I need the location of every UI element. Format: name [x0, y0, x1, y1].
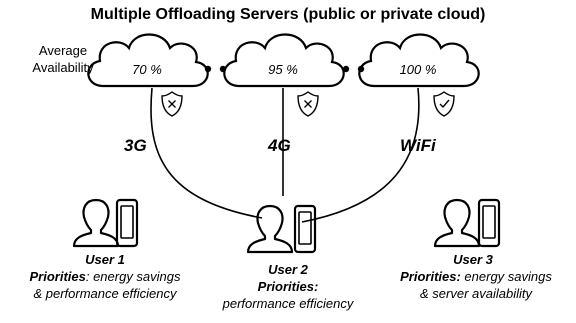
connection-3g	[150, 87, 263, 219]
network-3g-label: 3G	[124, 136, 147, 155]
user-1-name: User 1	[85, 252, 125, 267]
network-wifi-label: WiFi	[400, 136, 436, 155]
user-3-priorities-text: energy savings	[460, 269, 552, 284]
connection-wifi	[301, 87, 420, 223]
user-3-phone-icon	[477, 198, 501, 248]
server-1-availability: 70 %	[132, 62, 162, 77]
server-3-availability: 100 %	[399, 62, 437, 77]
availability-label: Average Availability	[32, 43, 94, 75]
user-2-avatar-icon	[246, 204, 294, 254]
user-2-priorities-text: performance efficiency	[222, 296, 354, 311]
network-4g-label: 4G	[268, 136, 291, 155]
user-2-priorities-label: Priorities:	[257, 279, 319, 294]
user-2-priorities: Priorities: performance efficiency	[188, 278, 388, 312]
user-3-name: User 3	[453, 252, 493, 267]
user-1-priorities: Priorities: energy savings & performance…	[0, 268, 210, 302]
ellipsis-dots-1	[204, 65, 227, 73]
user-1-phone-icon	[115, 198, 139, 248]
user-1-priorities-text-2: & performance efficiency	[33, 286, 177, 301]
user-3-priorities: Priorities: energy savings & server avai…	[376, 268, 576, 302]
shield-check-icon	[433, 91, 455, 117]
user-1-avatar-icon	[72, 198, 120, 248]
user-1-priorities-text: : energy savings	[85, 269, 181, 284]
user-3-priorities-text-2: & server availability	[420, 286, 532, 301]
user-2-name: User 2	[268, 262, 308, 277]
user-3-avatar-icon	[433, 198, 481, 248]
cloud-server-2	[223, 33, 345, 88]
user-3-priorities-label: Priorities:	[400, 269, 461, 284]
diagram-title: Multiple Offloading Servers (public or p…	[90, 6, 486, 23]
user-2-phone-icon	[293, 204, 317, 254]
cloud-server-3	[358, 33, 480, 88]
ellipsis-dots-2	[342, 65, 365, 73]
shield-x-icon	[161, 91, 183, 117]
user-1-priorities-label: Priorities	[29, 269, 86, 284]
shield-x-icon	[297, 91, 319, 117]
server-2-availability: 95 %	[268, 62, 298, 77]
